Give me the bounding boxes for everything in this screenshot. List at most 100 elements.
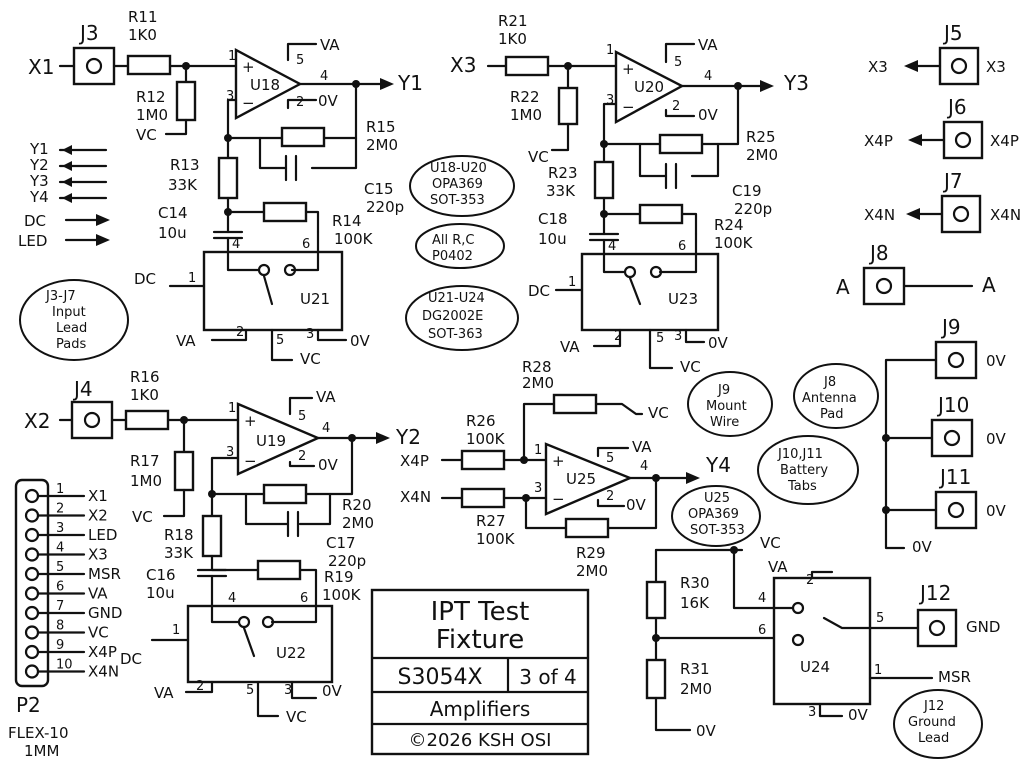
svg-text:X3: X3 xyxy=(986,58,1006,76)
u24-label: U24 xyxy=(800,658,830,676)
note-cloud-opa369: U18-U20 OPA369 SOT-353 xyxy=(409,155,515,217)
u25-opamp xyxy=(544,442,634,516)
r25-label: R25 xyxy=(746,128,776,146)
p2-pin-number: 10 xyxy=(56,658,73,673)
r26-resistor xyxy=(460,449,506,471)
r30-resistor xyxy=(645,580,667,620)
svg-text:Pads: Pads xyxy=(56,337,86,352)
svg-text:0V: 0V xyxy=(696,722,717,740)
u22-label: U22 xyxy=(276,644,306,662)
svg-text:J10,J11: J10,J11 xyxy=(777,447,823,462)
svg-text:DC: DC xyxy=(120,650,142,668)
svg-text:4: 4 xyxy=(228,591,236,606)
title-line-1: IPT Test xyxy=(431,597,530,627)
r22-value: 1M0 xyxy=(510,106,542,124)
svg-text:Lead: Lead xyxy=(918,731,949,746)
j11-label: J11 xyxy=(938,465,971,489)
p2-label: P2 xyxy=(16,693,41,717)
svg-text:0V: 0V xyxy=(626,496,647,514)
amp-block-u19: J4 X2 R16 1K0 R17 1M0 VC 1 + − U19 Y2 VA… xyxy=(24,368,421,726)
svg-text:A: A xyxy=(836,275,850,299)
r12-resistor xyxy=(175,80,197,122)
svg-text:5: 5 xyxy=(276,333,284,348)
svg-text:6: 6 xyxy=(300,591,308,606)
r11-label: R11 xyxy=(128,8,158,26)
svg-text:Antenna: Antenna xyxy=(802,391,857,406)
r19-label: R19 xyxy=(324,568,354,586)
j5-pad xyxy=(938,46,980,86)
svg-text:VC: VC xyxy=(300,350,321,368)
svg-text:3: 3 xyxy=(284,683,292,698)
r20-value: 2M0 xyxy=(342,514,374,532)
c19-value: 220p xyxy=(734,200,772,218)
c15-label: C15 xyxy=(364,180,394,198)
r29-label: R29 xyxy=(576,544,606,562)
r17-resistor xyxy=(173,450,195,492)
u20-label: U20 xyxy=(634,78,664,96)
note-cloud-battery-tabs: J10,J11 Battery Tabs xyxy=(757,435,859,505)
r15-value: 2M0 xyxy=(366,136,398,154)
p2-pin-signal: VC xyxy=(88,624,109,642)
svg-text:4: 4 xyxy=(320,69,328,84)
svg-text:VC: VC xyxy=(528,148,549,166)
svg-text:0V: 0V xyxy=(698,106,719,124)
svg-text:5: 5 xyxy=(876,611,884,626)
p2-pin-signal: VA xyxy=(88,585,108,603)
svg-text:1: 1 xyxy=(188,271,196,286)
r17-label: R17 xyxy=(130,452,160,470)
svg-text:OPA369: OPA369 xyxy=(432,177,483,192)
r14-resistor xyxy=(262,201,308,223)
svg-text:5: 5 xyxy=(298,409,306,424)
svg-text:2: 2 xyxy=(614,329,622,344)
svg-text:SOT-353: SOT-353 xyxy=(430,193,485,208)
j4-label: J4 xyxy=(72,377,93,401)
svg-text:0V: 0V xyxy=(986,430,1007,448)
p2-body xyxy=(14,478,50,688)
svg-text:VC: VC xyxy=(132,508,153,526)
j8-pad xyxy=(862,266,906,306)
u24-switch xyxy=(772,576,872,706)
svg-text:DC: DC xyxy=(134,270,156,288)
svg-text:A: A xyxy=(982,273,996,297)
svg-text:0V: 0V xyxy=(912,538,933,556)
legend-y3: Y3 xyxy=(29,172,49,190)
p2-pin-signal: LED xyxy=(88,526,117,544)
svg-text:3: 3 xyxy=(226,89,234,104)
svg-text:−: − xyxy=(244,452,257,470)
svg-text:4: 4 xyxy=(232,237,240,252)
svg-text:J3-J7: J3-J7 xyxy=(45,289,76,304)
svg-text:4: 4 xyxy=(608,239,616,254)
svg-text:VC: VC xyxy=(680,358,701,376)
vc-label: VC xyxy=(136,126,157,144)
title-subtitle: Amplifiers xyxy=(430,697,531,721)
r30-label: R30 xyxy=(680,574,710,592)
r26-value: 100K xyxy=(466,430,506,448)
u25-label: U25 xyxy=(566,470,596,488)
u23-label: U23 xyxy=(668,290,698,308)
title-line-2: Fixture xyxy=(436,625,524,655)
svg-text:VA: VA xyxy=(176,332,196,350)
r31-label: R31 xyxy=(680,660,710,678)
c14-label: C14 xyxy=(158,204,188,222)
p2-pin-signal: GND xyxy=(88,604,122,622)
r22-label: R22 xyxy=(510,88,540,106)
svg-text:6: 6 xyxy=(302,237,310,252)
p2-pin-signal: X4N xyxy=(88,663,119,681)
j11-pad xyxy=(934,490,978,530)
svg-text:5: 5 xyxy=(606,451,614,466)
p2-pin-signal: MSR xyxy=(88,565,121,583)
u18-pin1: 1 xyxy=(228,49,236,64)
r31-value: 2M0 xyxy=(680,680,712,698)
svg-text:0V: 0V xyxy=(322,682,343,700)
title-copyright: ©2026 KSH OSI xyxy=(409,730,552,751)
svg-text:2: 2 xyxy=(236,325,244,340)
r13-label: R13 xyxy=(170,156,200,174)
note-cloud-rc: All R,C P0402 xyxy=(415,223,505,269)
svg-text:+: + xyxy=(242,58,255,76)
r11-value: 1K0 xyxy=(128,26,157,44)
svg-text:2: 2 xyxy=(806,573,814,588)
svg-text:3: 3 xyxy=(606,93,614,108)
y4-label: Y4 xyxy=(705,453,731,477)
svg-text:+: + xyxy=(622,60,635,78)
r21-label: R21 xyxy=(498,12,528,30)
